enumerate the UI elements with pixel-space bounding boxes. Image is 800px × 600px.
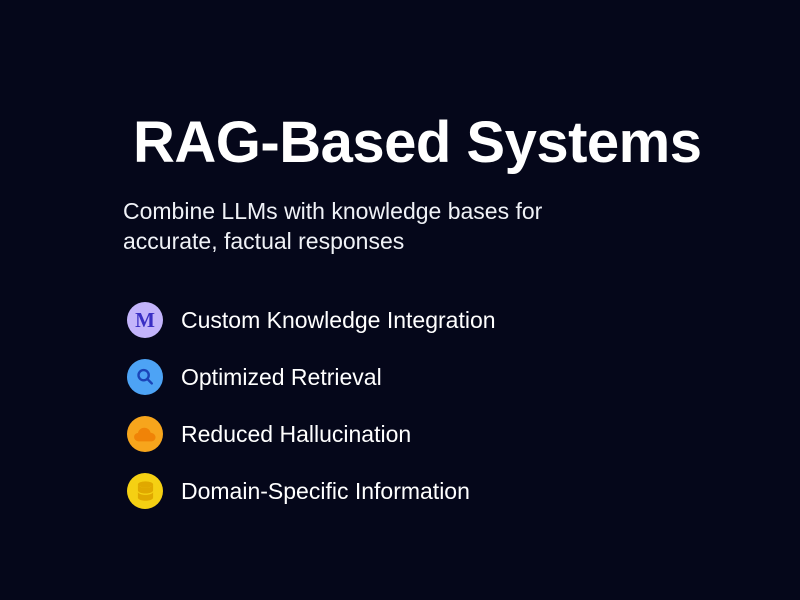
feature-list: M Custom Knowledge Integration Optimized… (127, 292, 723, 520)
list-item: Reduced Hallucination (127, 406, 723, 463)
slide-content: RAG-Based Systems Combine LLMs with know… (123, 110, 723, 520)
list-item-label: Optimized Retrieval (181, 363, 382, 390)
list-item-label: Reduced Hallucination (181, 420, 412, 447)
list-item: M Custom Knowledge Integration (127, 292, 723, 349)
list-item-label: Custom Knowledge Integration (181, 306, 496, 333)
list-item: Domain-Specific Information (127, 463, 723, 520)
database-icon (127, 473, 163, 510)
letter-m-glyph: M (135, 307, 155, 332)
letter-m-icon: M (127, 302, 163, 339)
list-item-label: Domain-Specific Information (181, 477, 470, 504)
slide-subtitle: Combine LLMs with knowledge bases for ac… (123, 197, 543, 255)
list-item: Optimized Retrieval (127, 349, 723, 406)
magnifier-icon (127, 359, 163, 396)
cloud-icon (127, 416, 163, 453)
slide-title: RAG-Based Systems (133, 110, 702, 175)
